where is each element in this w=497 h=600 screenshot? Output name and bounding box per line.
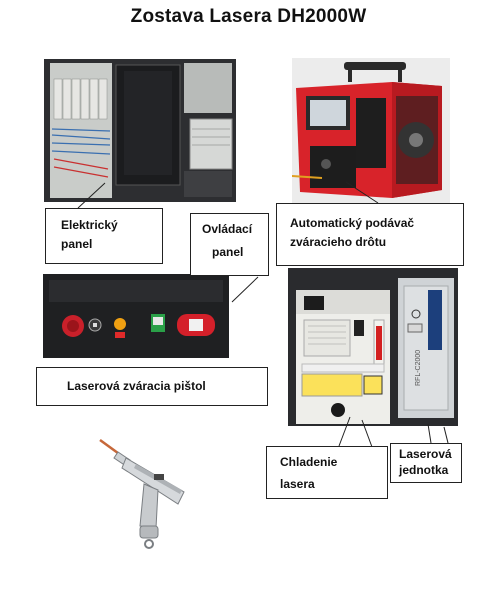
svg-text:RFL-C2000: RFL-C2000	[415, 350, 422, 386]
callout-electric-panel-line2: panel	[61, 237, 93, 251]
callout-control-panel-line1: Ovládací	[202, 222, 253, 236]
callout-control-panel: Ovládací panel	[190, 213, 269, 276]
callout-welding-gun: Laserová zváracia pištol	[36, 367, 268, 406]
callout-chiller-line2: lasera	[280, 477, 315, 491]
callout-wire-feeder: Automatický podávač zváracieho drôtu	[276, 203, 464, 266]
callout-laser-unit-line1: Laserová	[399, 447, 452, 461]
callout-electric-panel-line1: Elektrický	[61, 218, 118, 232]
wire-feeder-photo	[292, 58, 450, 203]
callout-wire-feeder-line2: zváracieho drôtu	[290, 235, 387, 249]
chiller-laser-photo: RFL-C2000	[288, 268, 458, 426]
page-title: Zostava Lasera DH2000W	[130, 6, 367, 27]
callout-chiller: Chladenie lasera	[266, 446, 388, 499]
welding-gun-photo	[96, 436, 192, 549]
callout-control-panel-line2: panel	[212, 245, 244, 259]
electrical-panel-photo	[44, 59, 236, 202]
callout-welding-gun-label: Laserová zváracia pištol	[67, 379, 206, 393]
control-panel-photo	[43, 274, 229, 358]
callout-wire-feeder-line1: Automatický podávač	[290, 216, 415, 230]
callout-laser-unit-line2: jednotka	[399, 463, 449, 477]
callout-electric-panel: Elektrický panel	[45, 208, 163, 264]
callout-chiller-line1: Chladenie	[280, 455, 338, 469]
callout-laser-unit: Laserová jednotka	[390, 443, 462, 483]
